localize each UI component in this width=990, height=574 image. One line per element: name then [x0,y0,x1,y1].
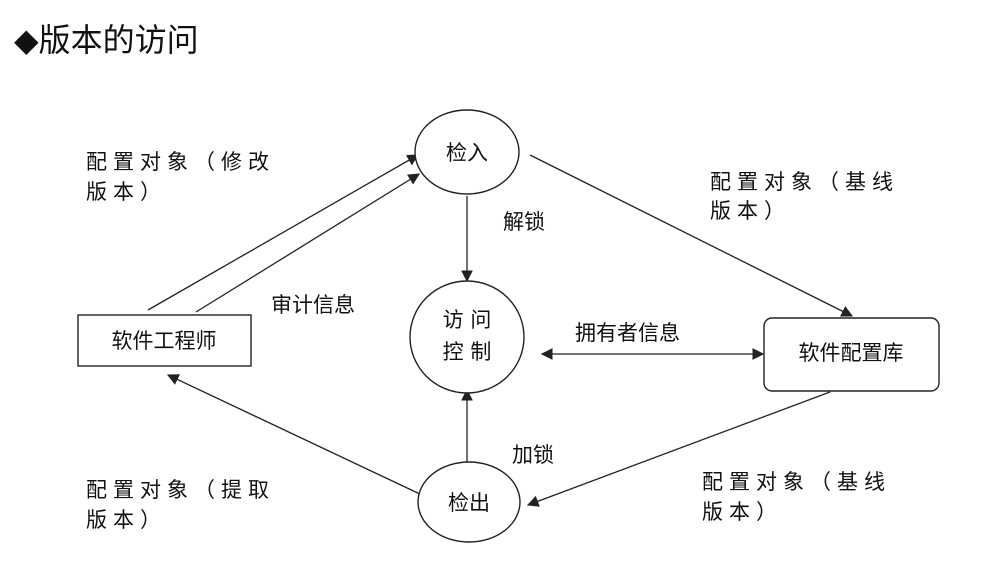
label-bottom-left-line1: 配置对象（提取 [86,478,275,502]
edge-engineer-to-checkin-inner [195,173,420,313]
edge-repository-to-checkout [526,391,831,507]
label-bottom-right-line1: 配置对象（基线 [702,470,891,494]
node-access-control-line2: 控 制 [443,340,492,364]
edge-checkout-to-engineer [166,374,423,496]
label-top-left-line1: 配置对象（修改 [86,150,275,174]
node-software-repository: 软件配置库 [763,317,940,392]
label-audit-info: 审计信息 [271,293,355,317]
node-checkin-label: 检入 [446,141,488,165]
page-title: ◆版本的访问 [14,21,199,59]
label-lock: 加锁 [512,443,554,467]
label-bottom-right-line2: 版本） [702,500,783,524]
node-checkin: 检入 [414,109,520,195]
label-bottom-left-line2: 版本） [86,508,167,532]
node-software-repository-label: 软件配置库 [799,341,904,365]
label-unlock: 解锁 [503,210,545,234]
node-checkout: 检出 [417,461,521,543]
node-software-engineer: 软件工程师 [77,314,252,367]
label-top-left-line2: 版本） [86,180,167,204]
label-top-right-line1: 配置对象（基线 [710,170,899,194]
edge-engineer-to-checkin-outer [147,154,420,311]
label-top-right-line2: 版本） [710,199,791,223]
node-checkout-label: 检出 [448,491,490,515]
node-access-control: 访 问 控 制 [409,280,525,394]
label-owner-info: 拥有者信息 [575,321,680,345]
node-software-engineer-label: 软件工程师 [112,329,217,353]
node-access-control-line1: 访 问 [443,308,492,332]
edge-checkin-to-repository [529,154,854,317]
